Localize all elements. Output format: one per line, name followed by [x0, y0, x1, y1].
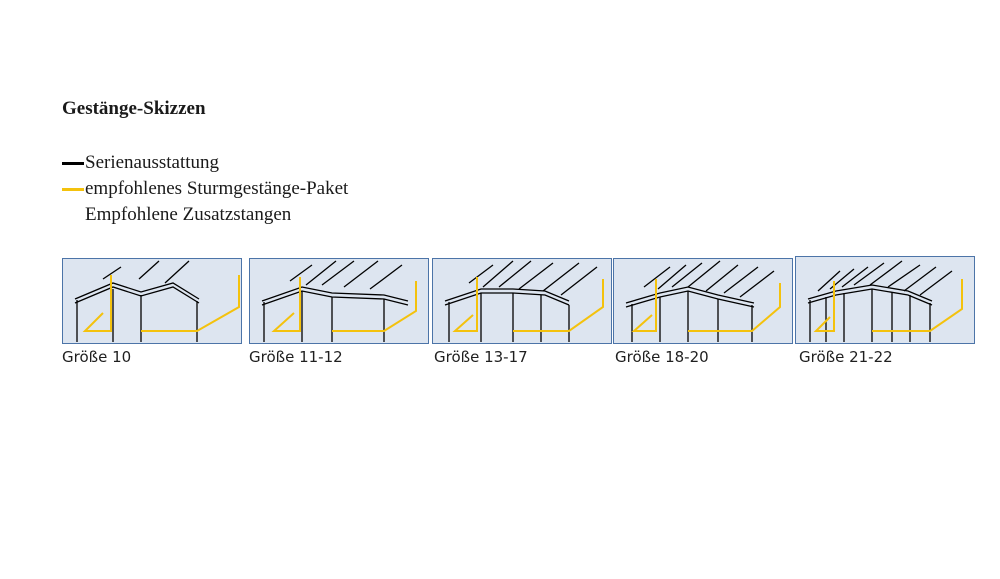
caption-size-18-20: Größe 18-20: [615, 348, 709, 366]
legend-item-standard: Serienausstattung: [62, 150, 348, 176]
yellow-line-swatch: [62, 187, 84, 191]
caption-size-11-12: Größe 11-12: [249, 348, 343, 366]
frame-sketch-size-21-22: [807, 260, 963, 342]
sketch-panel-size-11-12: [249, 258, 429, 344]
sketch-panel-size-10: [62, 258, 242, 344]
sketch-panel-size-21-22: [795, 256, 975, 344]
legend-label-storm: empfohlenes Sturmgestänge-Paket: [85, 178, 349, 199]
sketch-panel-size-13-17: [432, 258, 612, 344]
frame-sketch-size-10: [74, 260, 240, 342]
caption-size-13-17: Größe 13-17: [434, 348, 528, 366]
legend-item-storm: empfohlenes Sturmgestänge-Paket: [62, 176, 348, 202]
caption-size-21-22: Größe 21-22: [799, 348, 893, 366]
black-line-swatch: [62, 161, 84, 165]
legend: Serienausstattung empfohlenes Sturmgestä…: [62, 150, 348, 228]
sketch-panel-size-18-20: [613, 258, 793, 344]
legend-item-extra: Empfohlene Zusatzstangen: [62, 202, 348, 228]
legend-label-extra: Empfohlene Zusatzstangen: [85, 204, 292, 225]
sketch-title: Gestänge-Skizzen: [62, 98, 206, 119]
legend-label-standard: Serienausstattung: [85, 152, 220, 173]
caption-size-10: Größe 10: [62, 348, 132, 366]
frame-sketch-size-13-17: [444, 260, 604, 342]
frame-sketch-size-18-20: [625, 260, 781, 342]
frame-sketch-size-11-12: [261, 260, 417, 342]
